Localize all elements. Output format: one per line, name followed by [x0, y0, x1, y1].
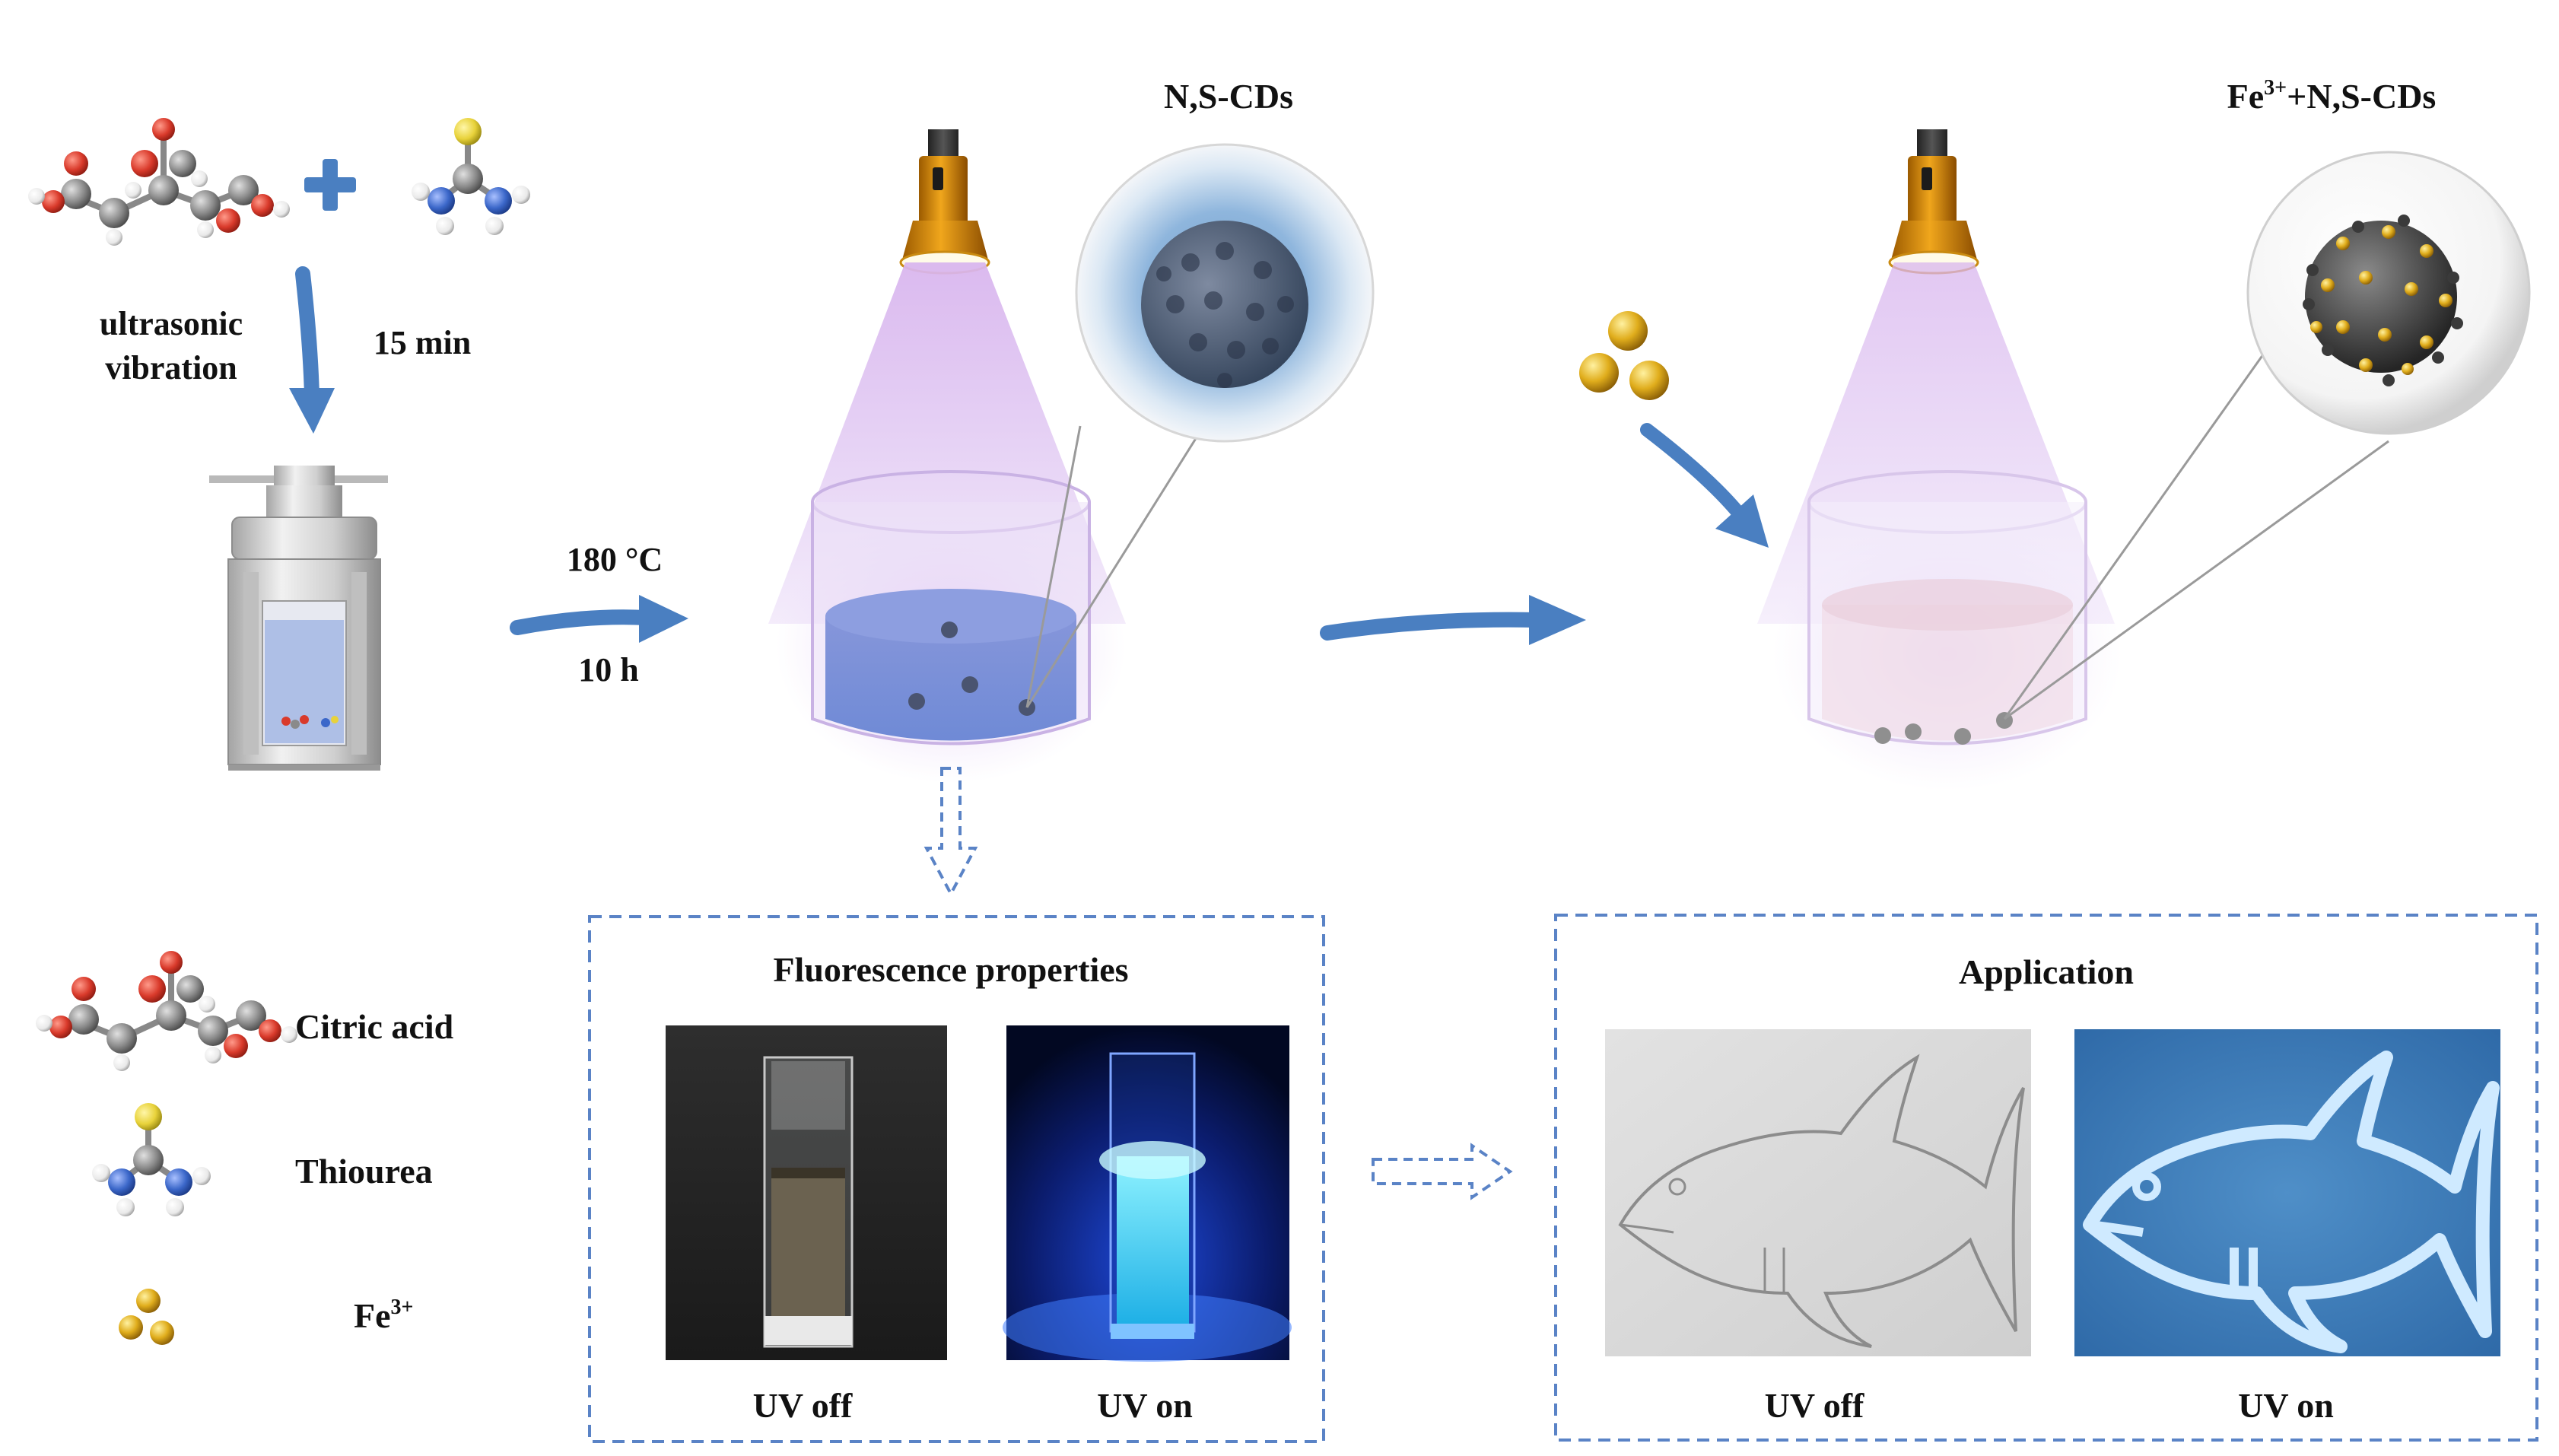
zoom-bubble-cds — [1075, 143, 1375, 443]
legend-fe-ions — [119, 1289, 174, 1345]
autoclave-reactor — [209, 466, 388, 771]
label-temperature: 180 °C — [567, 541, 663, 578]
dashed-arrow-down — [923, 767, 978, 898]
label-10-h: 10 h — [578, 651, 638, 688]
legend-label-fe-sup: 3+ — [391, 1295, 414, 1319]
uv-lamp-2 — [1888, 129, 1979, 275]
label-fe-ns-cds: Fe3++N,S-CDs — [2227, 76, 2437, 116]
photo-uv-off-cuvette — [666, 1025, 947, 1360]
uv-lamp-1 — [899, 129, 990, 275]
label-fe-ns-cds-base: Fe — [2227, 77, 2265, 116]
label-fe-ns-cds-sup: 3+ — [2264, 76, 2287, 100]
photo-fish-drawing-uv-on — [2074, 1029, 2500, 1356]
arrow-fe-into-beaker — [1640, 423, 1769, 548]
zoom-bubble-fe-cds — [2246, 151, 2531, 435]
label-ultrasonic: ultrasonic — [100, 305, 243, 342]
label-application-uv-on: UV on — [2238, 1386, 2334, 1425]
fluorescence-box — [588, 915, 1325, 1443]
legend-label-thiourea: Thiourea — [295, 1152, 433, 1191]
label-ns-cds: N,S-CDs — [1164, 77, 1293, 116]
application-box — [1554, 914, 2538, 1442]
legend-label-fe-base: Fe — [354, 1296, 391, 1335]
label-fluorescence-uv-on: UV on — [1097, 1386, 1193, 1425]
fe-ions-group — [1579, 311, 1669, 400]
legend-label-citric-acid: Citric acid — [295, 1007, 454, 1046]
zoom-line-1a — [1025, 425, 1082, 708]
beaker-fe-cds — [1807, 470, 2087, 745]
dashed-arrow-right — [1372, 1143, 1513, 1200]
beaker-cds — [811, 470, 1091, 745]
fluorescence-title: Fluorescence properties — [773, 950, 1128, 989]
label-fluorescence-uv-off: UV off — [753, 1386, 853, 1425]
zoom-line-2b — [2004, 440, 2389, 720]
thiourea-molecule-top — [412, 118, 530, 235]
zoom-line-2a — [2003, 338, 2276, 720]
photo-uv-on-cuvette — [1003, 1025, 1292, 1362]
photo-fish-drawing-uv-off — [1605, 1029, 2031, 1356]
arrow-to-cds-beaker — [510, 595, 688, 643]
label-application-uv-off: UV off — [1765, 1386, 1864, 1425]
application-title: Application — [1959, 952, 2134, 991]
label-fe-ns-cds-rest: +N,S-CDs — [2287, 77, 2436, 116]
arrow-to-fe-beaker — [1320, 595, 1586, 645]
legend-citric-acid-molecule — [36, 951, 297, 1071]
label-vibration: vibration — [105, 349, 237, 386]
label-15-min: 15 min — [374, 324, 471, 361]
citric-acid-molecule-top — [28, 118, 290, 246]
arrow-down-to-reactor — [289, 266, 335, 434]
plus-icon — [304, 159, 356, 211]
legend-label-fe: Fe3+ — [354, 1295, 413, 1335]
legend-thiourea-molecule — [92, 1103, 211, 1216]
